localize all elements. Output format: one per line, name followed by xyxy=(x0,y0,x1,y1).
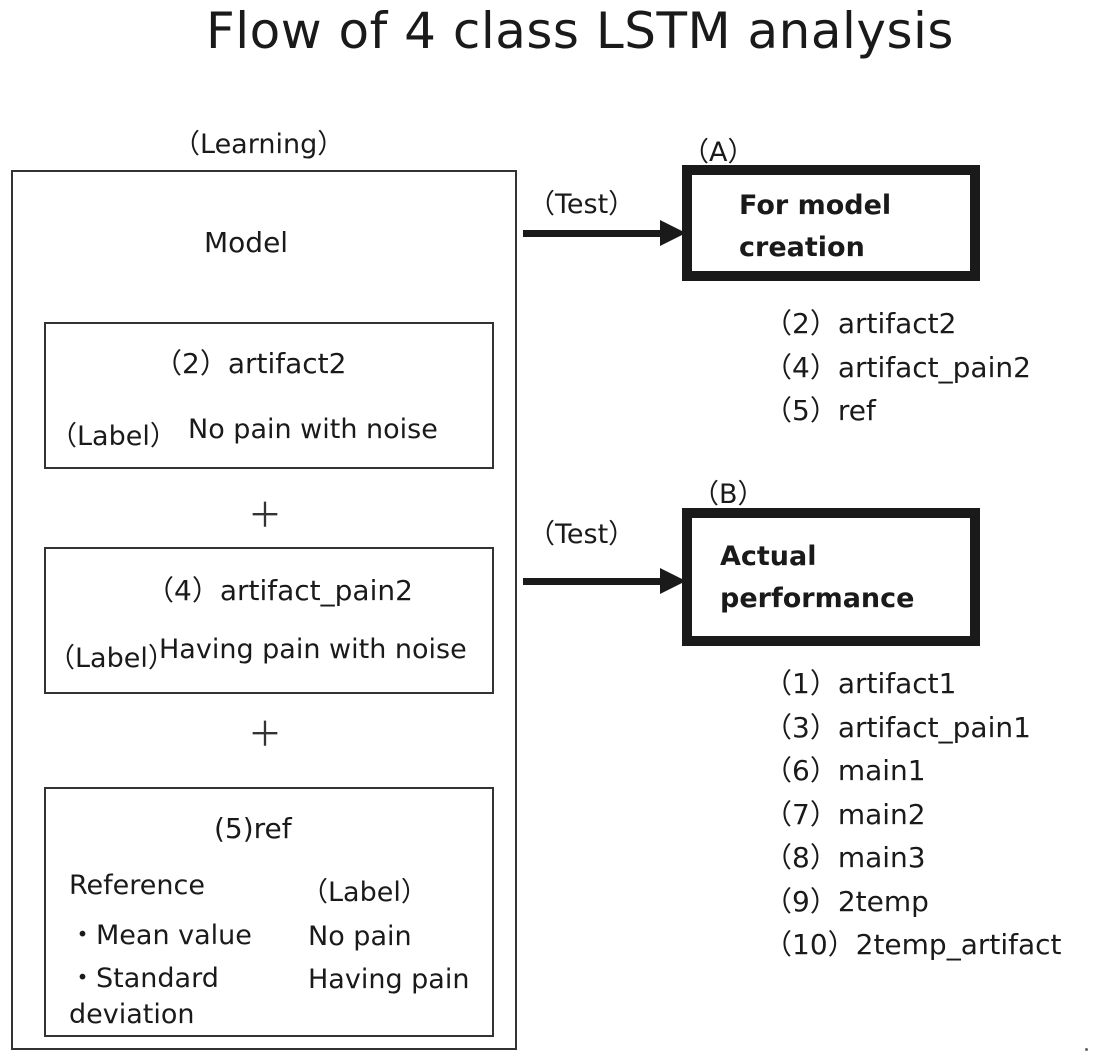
ref-box: (5)ref Reference ・Mean value ・Standard d… xyxy=(44,787,494,1037)
reference-heading: Reference xyxy=(69,870,205,901)
test-label: （Test） xyxy=(528,512,635,551)
list-item: （9）2temp xyxy=(764,880,1062,924)
list-item: （8）main3 xyxy=(764,836,1062,880)
list-item: （4）artifact_pain2 xyxy=(764,346,1031,390)
actual-performance-title: Actual performance xyxy=(720,536,940,620)
artifact-pain2-label-prefix: （Label） xyxy=(48,636,175,675)
list-item: （3）artifact_pain1 xyxy=(764,706,1062,750)
reference-item: ・Standard xyxy=(69,956,219,995)
artifact-pain2-label-text: Having pain with noise xyxy=(159,634,467,665)
arrow-to-actual-performance xyxy=(523,578,665,585)
list-item: （10）2temp_artifact xyxy=(764,923,1062,967)
model-creation-title: For model creation xyxy=(739,185,939,269)
ref-label-heading: （Label） xyxy=(301,870,428,909)
diagram-title: Flow of 4 class LSTM analysis xyxy=(0,2,1098,60)
artifact-pain2-box: （4）artifact_pain2 （Label） Having pain wi… xyxy=(44,547,494,694)
actual-performance-list: （1）artifact1 （3）artifact_pain1 （6）main1 … xyxy=(764,662,1062,967)
test-label: （Test） xyxy=(528,182,635,221)
plus-symbol: ＋ xyxy=(248,488,282,537)
model-creation-box: For model creation xyxy=(682,165,980,281)
list-item: （2）artifact2 xyxy=(764,302,1031,346)
plus-symbol: ＋ xyxy=(248,707,282,756)
output-a-marker: （A） xyxy=(682,130,754,169)
artifact2-box: （2）artifact2 （Label） No pain with noise xyxy=(44,322,494,469)
reference-item: ・Mean value xyxy=(69,913,252,952)
reference-item: deviation xyxy=(69,999,195,1030)
ref-label-item: Having pain xyxy=(308,964,469,995)
stray-dot xyxy=(1085,1048,1088,1051)
artifact2-name: （2）artifact2 xyxy=(154,342,346,382)
artifact2-label-text: No pain with noise xyxy=(188,414,438,445)
ref-name: (5)ref xyxy=(214,812,292,845)
list-item: （6）main1 xyxy=(764,749,1062,793)
ref-label-item: No pain xyxy=(308,921,412,952)
actual-performance-box: Actual performance xyxy=(682,508,980,646)
model-creation-list: （2）artifact2 （4）artifact_pain2 （5）ref xyxy=(764,302,1031,433)
output-b-marker: （B） xyxy=(692,472,765,511)
list-item: （5）ref xyxy=(764,389,1031,433)
learning-heading: （Learning） xyxy=(173,122,344,161)
list-item: （1）artifact1 xyxy=(764,662,1062,706)
model-label: Model xyxy=(204,226,288,259)
artifact-pain2-name: （4）artifact_pain2 xyxy=(146,569,413,609)
list-item: （7）main2 xyxy=(764,793,1062,837)
artifact2-label-prefix: （Label） xyxy=(50,414,177,453)
arrow-to-model-creation xyxy=(523,230,665,237)
